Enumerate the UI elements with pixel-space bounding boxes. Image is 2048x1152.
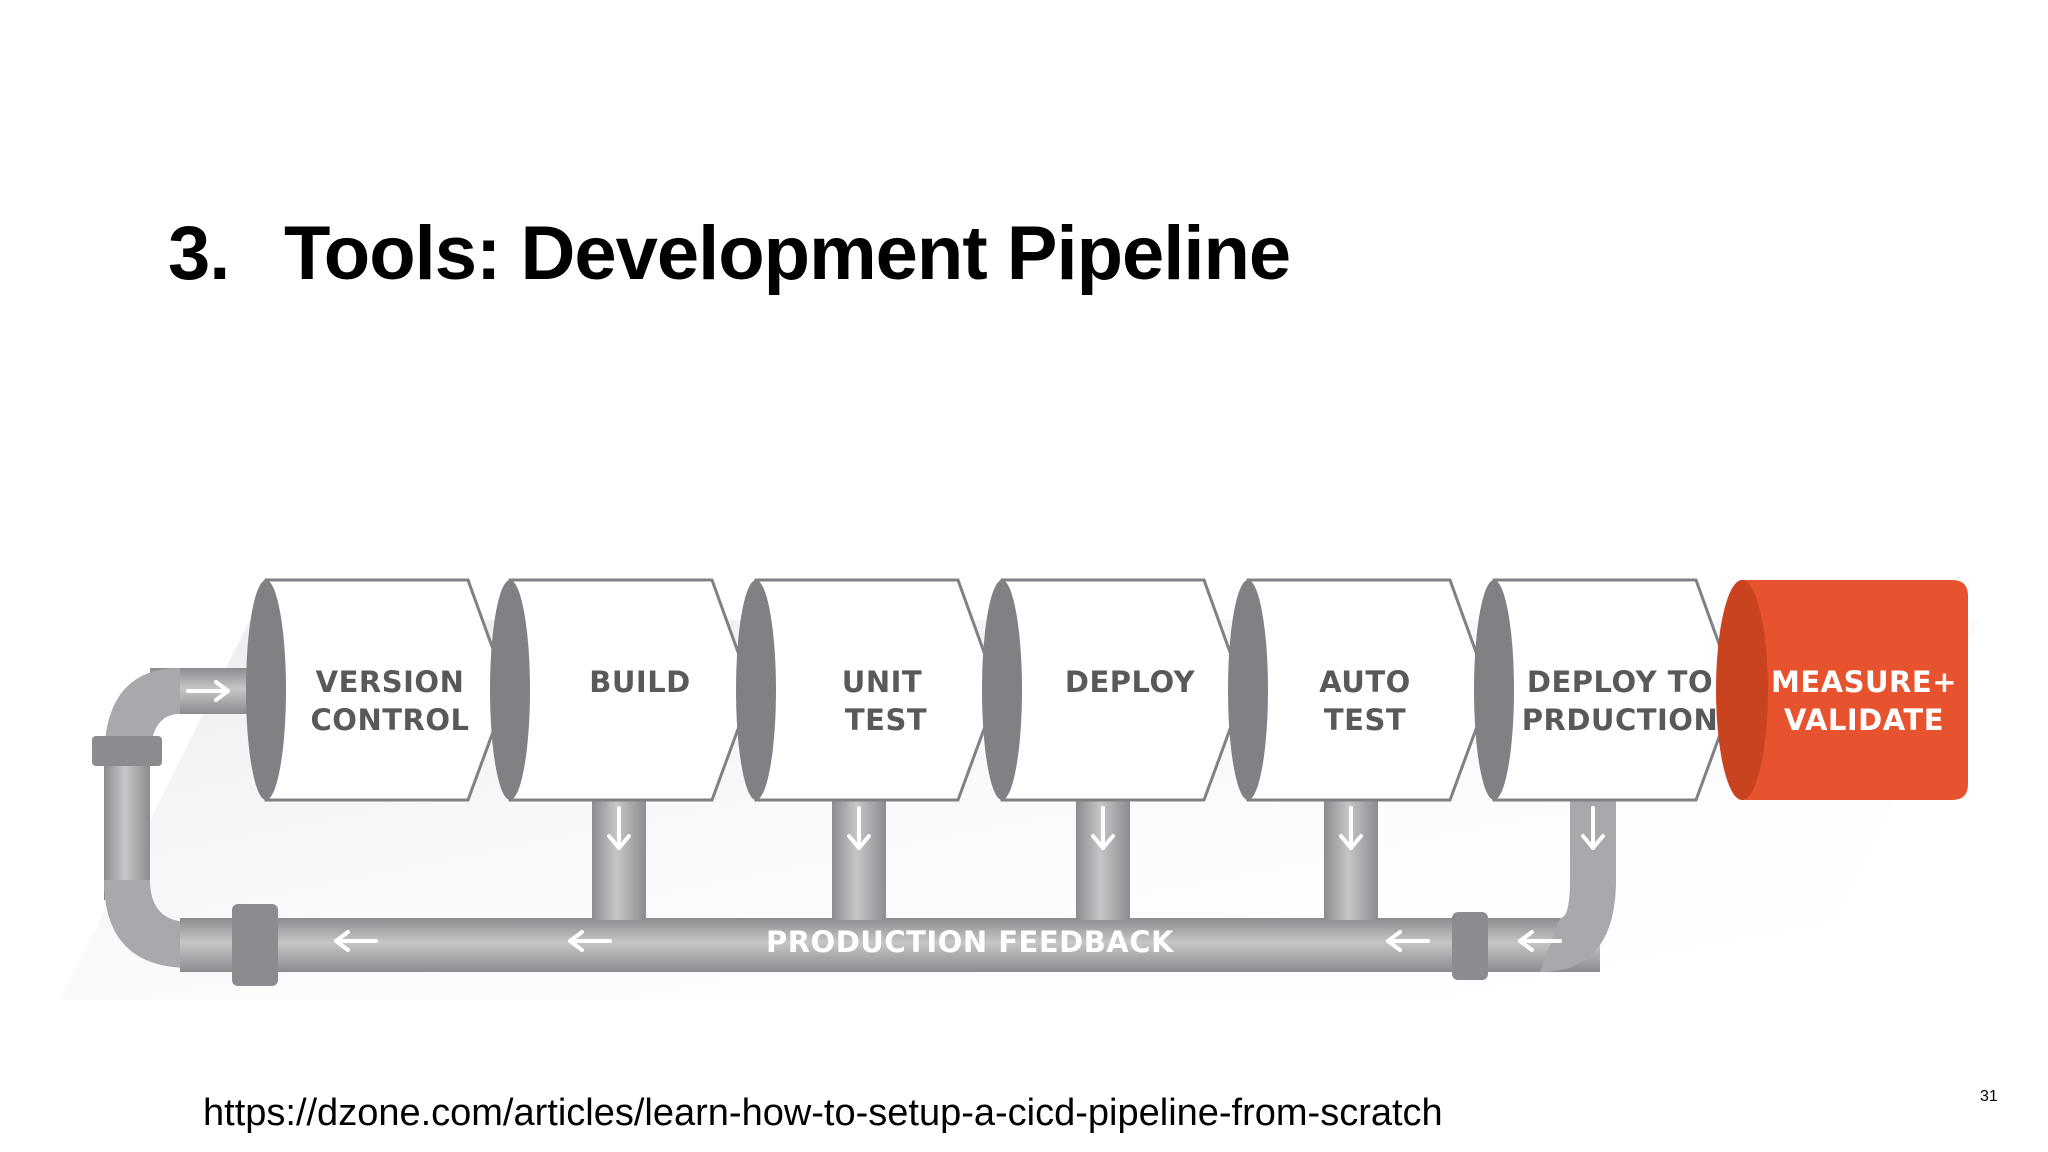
arrow-left-icon [1518,930,1562,952]
stage-label-line1: UNIT [842,665,922,699]
arrow-down-icon [607,806,631,850]
stage-label-line1: BUILD [589,665,691,699]
feedback-label: PRODUCTION FEEDBACK [766,925,1175,959]
stage-label-line2: TEST [845,703,927,737]
return-pipe-elbow-bottom [104,880,190,968]
return-pipe-left [104,740,150,900]
stage-label-line1: AUTO [1319,665,1411,699]
pipe-collar-bottom-right [1452,912,1488,980]
stage-label-line2: CONTROL [311,703,470,737]
stage-label-line1: VERSION [316,665,465,699]
stage-label-line1: DEPLOY [1065,665,1196,699]
slide-title: 3. Tools: Development Pipeline [168,210,1291,297]
stage-measure-validate: MEASURE+ VALIDATE [1716,580,1968,800]
stage-deploy-to-production: DEPLOY TO PRDUCTION [1474,578,1738,802]
stage-unit-test: UNIT TEST [736,578,1000,802]
arrow-down-icon [1091,806,1115,850]
source-url: https://dzone.com/articles/learn-how-to-… [203,1092,1443,1134]
arrow-down-icon [847,806,871,850]
stage-label-line2: VALIDATE [1784,703,1944,737]
feedback-pipe [180,918,1600,972]
stage-version-control: VERSION CONTROL [246,578,510,802]
arrow-down-icon [1339,806,1363,850]
arrow-left-icon [568,930,612,952]
arrow-down-icon [1581,806,1605,850]
pipe-collar-left [92,736,162,766]
page-number: 31 [1980,1088,1998,1105]
arrow-left-icon [334,930,378,952]
stage-label-line2: PRDUCTION [1522,703,1718,737]
stage-label-line1: DEPLOY TO [1527,665,1713,699]
stage-deploy: DEPLOY [982,578,1246,802]
title-text: Tools: Development Pipeline [284,211,1291,296]
stage-auto-test: AUTO TEST [1228,578,1492,802]
pipe-collar-bottom-left [232,904,278,986]
arrow-left-icon [1386,930,1430,952]
arrow-right-icon [186,680,230,702]
title-number: 3. [168,211,230,296]
stage-label-line1: MEASURE+ [1771,665,1957,699]
stage-build: BUILD [490,578,754,802]
stage-label-line2: TEST [1324,703,1406,737]
